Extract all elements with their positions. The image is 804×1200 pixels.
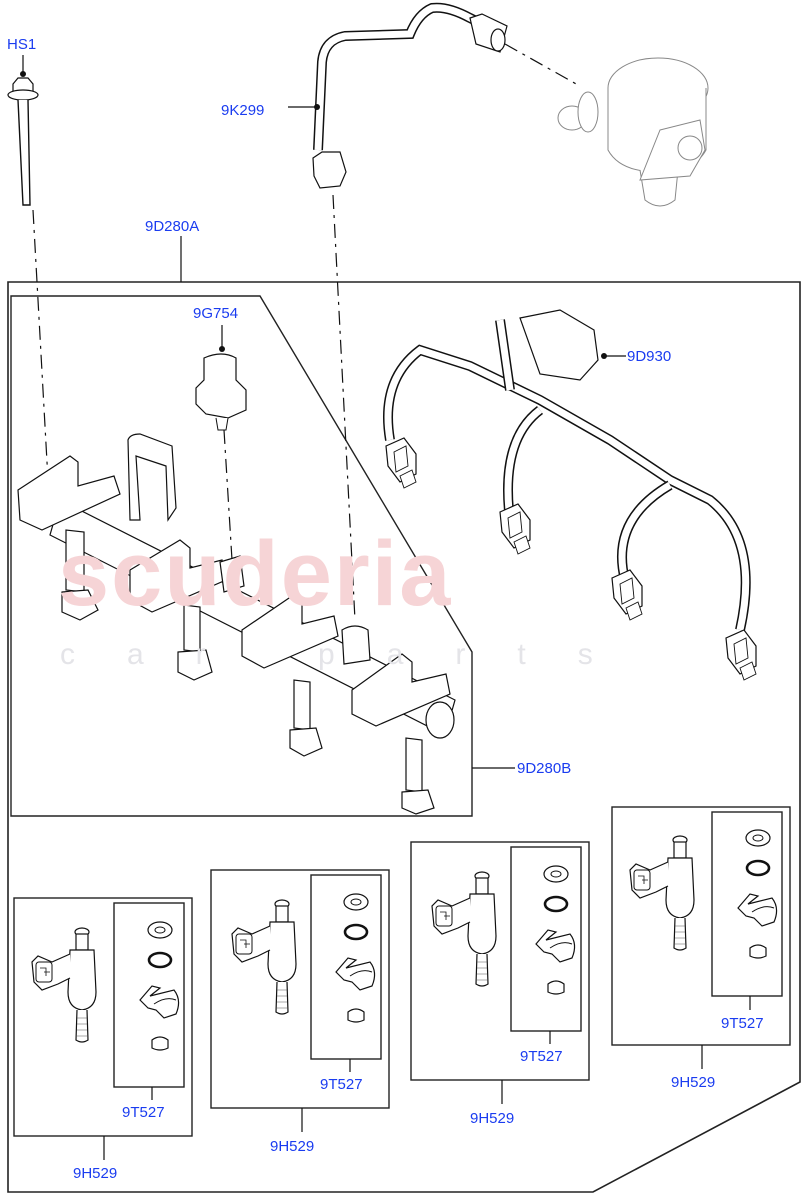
watermark-main: scuderia [58,523,453,625]
callout-9d930[interactable]: 9D930 [627,348,672,365]
callout-9h529-kit-2[interactable]: 9H529 [270,1138,315,1155]
callout-9k299[interactable]: 9K299 [221,102,265,119]
injector-kit-3-drawing [410,841,590,1104]
bolt-hs1 [7,55,49,481]
callout-9d280b[interactable]: 9D280B [517,760,572,777]
callout-9t527-kit-4[interactable]: 9T527 [721,1015,764,1032]
callout-9t527-kit-1[interactable]: 9T527 [122,1104,165,1121]
callout-9g754[interactable]: 9G754 [193,305,239,322]
pressure-sensor-9g754 [195,325,247,561]
fuel-rail [17,433,456,815]
callout-9t527-kit-2[interactable]: 9T527 [320,1076,363,1093]
injector-kit-1-drawing [13,897,193,1160]
callout-9t527-kit-3[interactable]: 9T527 [520,1048,563,1065]
fuel-pump-reference [557,57,709,207]
wiring-harness-9d930 [383,309,757,681]
callout-9h529-kit-4[interactable]: 9H529 [671,1074,716,1091]
callout-hs1[interactable]: HS1 [7,36,37,53]
watermark-sub: car parts [60,638,645,671]
inner-frame-9d280b [10,295,473,817]
fuel-line-9k299 [288,2,579,621]
callout-9d280a[interactable]: 9D280A [145,218,200,235]
callout-9h529-kit-1[interactable]: 9H529 [73,1165,118,1182]
outer-frame-9d280a [7,281,801,1193]
callout-9h529-kit-3[interactable]: 9H529 [470,1110,515,1127]
injector-kit-4-drawing [611,806,791,1069]
injector-kit-2-drawing [210,869,390,1132]
